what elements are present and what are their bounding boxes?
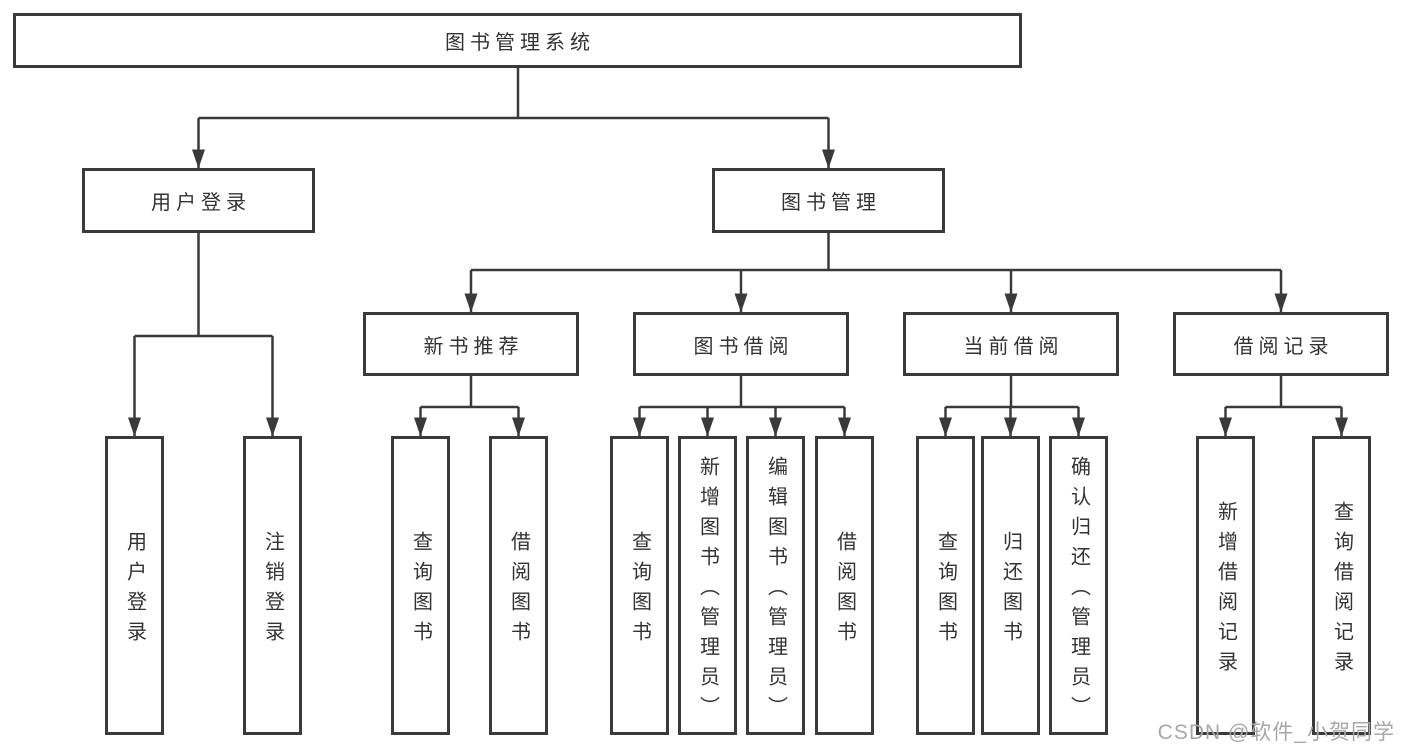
leaf-borrow-books-recommend-label: 借阅图书: [507, 530, 530, 651]
node-book-management-label: 图书管理: [781, 192, 881, 214]
leaf-query-books-borrowing: 查询图书: [610, 436, 669, 735]
leaf-confirm-return-admin-label: 确认归还（管理员）: [1067, 455, 1090, 726]
leaf-add-borrow-record-label: 新增借阅记录: [1214, 500, 1237, 681]
leaf-query-books-current: 查询图书: [916, 436, 975, 735]
connectors-group: [128, 68, 1348, 437]
leaf-query-books-recommend-label: 查询图书: [409, 530, 432, 651]
node-book-management: 图书管理: [712, 168, 945, 233]
node-user-login: 用户登录: [82, 168, 315, 233]
leaf-add-book-admin: 新增图书（管理员）: [678, 436, 737, 735]
leaf-edit-book-admin-label: 编辑图书（管理员）: [764, 455, 787, 726]
node-book-borrowing-label: 图书借阅: [693, 335, 794, 358]
leaf-query-borrow-record-label: 查询借阅记录: [1330, 500, 1353, 681]
leaf-borrow-books-label: 借阅图书: [833, 530, 856, 651]
node-current-borrowing: 当前借阅: [903, 312, 1119, 376]
leaf-user-login-label: 用户登录: [123, 530, 146, 651]
leaf-return-book-label: 归还图书: [999, 530, 1022, 651]
leaf-query-borrow-record: 查询借阅记录: [1312, 436, 1371, 735]
leaf-add-borrow-record: 新增借阅记录: [1196, 436, 1255, 735]
leaf-edit-book-admin: 编辑图书（管理员）: [746, 436, 805, 735]
node-book-borrowing: 图书借阅: [633, 312, 849, 376]
node-library-system: 图书管理系统: [13, 13, 1022, 68]
node-borrowing-records: 借阅记录: [1173, 312, 1389, 376]
leaf-query-books-borrowing-label: 查询图书: [628, 530, 651, 651]
node-current-borrowing-label: 当前借阅: [963, 335, 1064, 358]
node-new-book-recommendation-label: 新书推荐: [423, 335, 524, 358]
leaf-confirm-return-admin: 确认归还（管理员）: [1049, 436, 1108, 735]
node-library-system-label: 图书管理系统: [445, 32, 595, 54]
leaf-user-login: 用户登录: [105, 436, 164, 735]
leaf-logout: 注销登录: [243, 436, 302, 735]
leaf-logout-label: 注销登录: [261, 530, 284, 651]
leaf-return-book: 归还图书: [981, 436, 1040, 735]
leaf-add-book-admin-label: 新增图书（管理员）: [696, 455, 719, 726]
node-borrowing-records-label: 借阅记录: [1233, 335, 1334, 358]
node-new-book-recommendation: 新书推荐: [363, 312, 579, 376]
leaf-borrow-books-recommend: 借阅图书: [489, 436, 548, 735]
leaf-query-books-recommend: 查询图书: [391, 436, 450, 735]
leaf-borrow-books: 借阅图书: [815, 436, 874, 735]
csdn-watermark: CSDN @软件_小贺同学: [1157, 721, 1395, 744]
node-user-login-label: 用户登录: [151, 192, 251, 214]
leaf-query-books-current-label: 查询图书: [934, 530, 957, 651]
